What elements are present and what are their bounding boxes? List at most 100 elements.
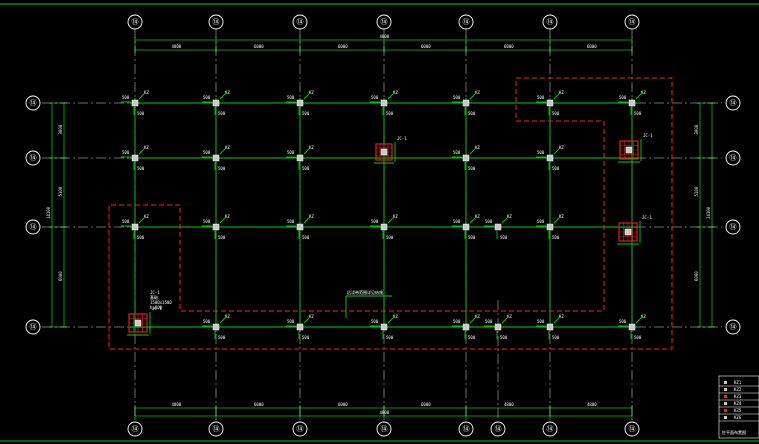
dim-top-seg-4: 6000 (504, 44, 514, 49)
axis-bubble-circle (542, 421, 558, 437)
axis-bubble-label: ⑭ (132, 425, 139, 433)
axis-bubble-circle (376, 14, 392, 30)
column-square (628, 323, 636, 331)
axis-bubble-bottom-6: ⑭ (542, 421, 558, 437)
footing-column (624, 228, 632, 236)
center-note-group: 后浇带范围详见结施 (345, 289, 392, 318)
footing-column (380, 148, 388, 156)
column-dim-y: 500 (468, 335, 476, 340)
legend-swatch (724, 388, 727, 391)
column-dim-x: 500 (485, 319, 493, 324)
dim-right-seg-2: 6000 (694, 271, 699, 281)
footing-0: JC-1 (374, 136, 407, 164)
column-tag: KZ (559, 90, 564, 95)
column-tag: KZ (309, 145, 314, 150)
axis-bubble-left-1: ⑭ (25, 150, 41, 166)
axis-bubble-top-1: ⑭ (208, 14, 224, 30)
column-dim-y: 500 (552, 166, 560, 171)
column-leader (469, 148, 476, 155)
axis-bubble-top-4: ⑭ (458, 14, 474, 30)
column-leader (138, 217, 145, 224)
column-tag: KZ (559, 314, 564, 319)
axis-bubble-bottom-7: ⑭ (624, 421, 640, 437)
axis-bubble-circle (292, 14, 308, 30)
legend-caption: 柱平面布置图 (722, 429, 746, 435)
column-dim-y: 500 (137, 235, 145, 240)
column-tag: KZ (559, 214, 564, 219)
column-square (494, 323, 502, 331)
axis-bubble-label: ⑭ (730, 154, 737, 162)
footing-column (134, 319, 142, 327)
axis-bubble-left-2: ⑭ (25, 219, 41, 235)
column-dim-x: 500 (537, 219, 545, 224)
axis-bubble-circle (624, 421, 640, 437)
column-dim-x: 500 (537, 319, 545, 324)
column-tag: KZ (225, 314, 230, 319)
column-leader (303, 217, 310, 224)
column-leader (219, 93, 226, 100)
footing-note-line-4: h=600 (150, 305, 163, 310)
column-dim-x: 500 (619, 95, 627, 100)
column-tag: KZ (393, 214, 398, 219)
column-square (212, 223, 220, 231)
axis-bubble-left-0: ⑭ (25, 95, 41, 111)
axis-bubble-label: ⑭ (381, 18, 388, 26)
column-square (296, 99, 304, 107)
column-dim-x: 500 (122, 95, 130, 100)
axis-bubble-circle (725, 219, 741, 235)
axis-bubble-label: ⑭ (213, 18, 220, 26)
footing-note-line-2: 基础 (150, 294, 158, 300)
dim-bottom-seg-5: 4800 (587, 402, 597, 407)
axis-bubble-circle (725, 95, 741, 111)
axis-bubble-bottom-4: ⑭ (458, 421, 474, 437)
column-dim-x: 500 (453, 150, 461, 155)
column-tag: KZ (309, 214, 314, 219)
column-leader (387, 93, 394, 100)
column-tag: KZ (475, 145, 480, 150)
axis-bubble-label: ⑭ (30, 223, 37, 231)
column-tag: KZ (309, 314, 314, 319)
column-dim-x: 500 (453, 95, 461, 100)
column-dim-x: 500 (453, 219, 461, 224)
axis-bubble-circle (725, 319, 741, 335)
axis-bubble-circle (127, 421, 143, 437)
dim-bottom-total: 4800 (380, 410, 390, 415)
footing-column (625, 146, 633, 154)
column-leader (387, 217, 394, 224)
dim-right-seg-0: 3000 (694, 124, 699, 134)
column-dim-x: 500 (203, 219, 211, 224)
column-square (546, 154, 554, 162)
column-dim-x: 500 (371, 219, 379, 224)
axis-bubble-circle (458, 14, 474, 30)
column-square (212, 154, 220, 162)
column-tag: KZ (144, 145, 149, 150)
axis-bubble-right-0: ⑭ (725, 95, 741, 111)
column-dim-x: 500 (537, 150, 545, 155)
column-dim-x: 500 (203, 319, 211, 324)
column-dim-y: 500 (302, 335, 310, 340)
column-dim-x: 500 (537, 95, 545, 100)
dim-right-seg-1: 5100 (694, 186, 699, 196)
dim-bottom-seg-2: 6000 (338, 402, 348, 407)
column-dim-y: 500 (500, 335, 508, 340)
column-dim-y: 500 (218, 166, 226, 171)
column-square (462, 223, 470, 231)
column-tag: KZ (144, 90, 149, 95)
column-dim-y: 500 (468, 166, 476, 171)
axis-bubble-circle (25, 95, 41, 111)
column-square (546, 223, 554, 231)
axis-bubble-left-3: ⑭ (25, 319, 41, 335)
axis-bubble-label: ⑭ (297, 18, 304, 26)
column-square (296, 154, 304, 162)
legend-swatch (724, 402, 727, 405)
